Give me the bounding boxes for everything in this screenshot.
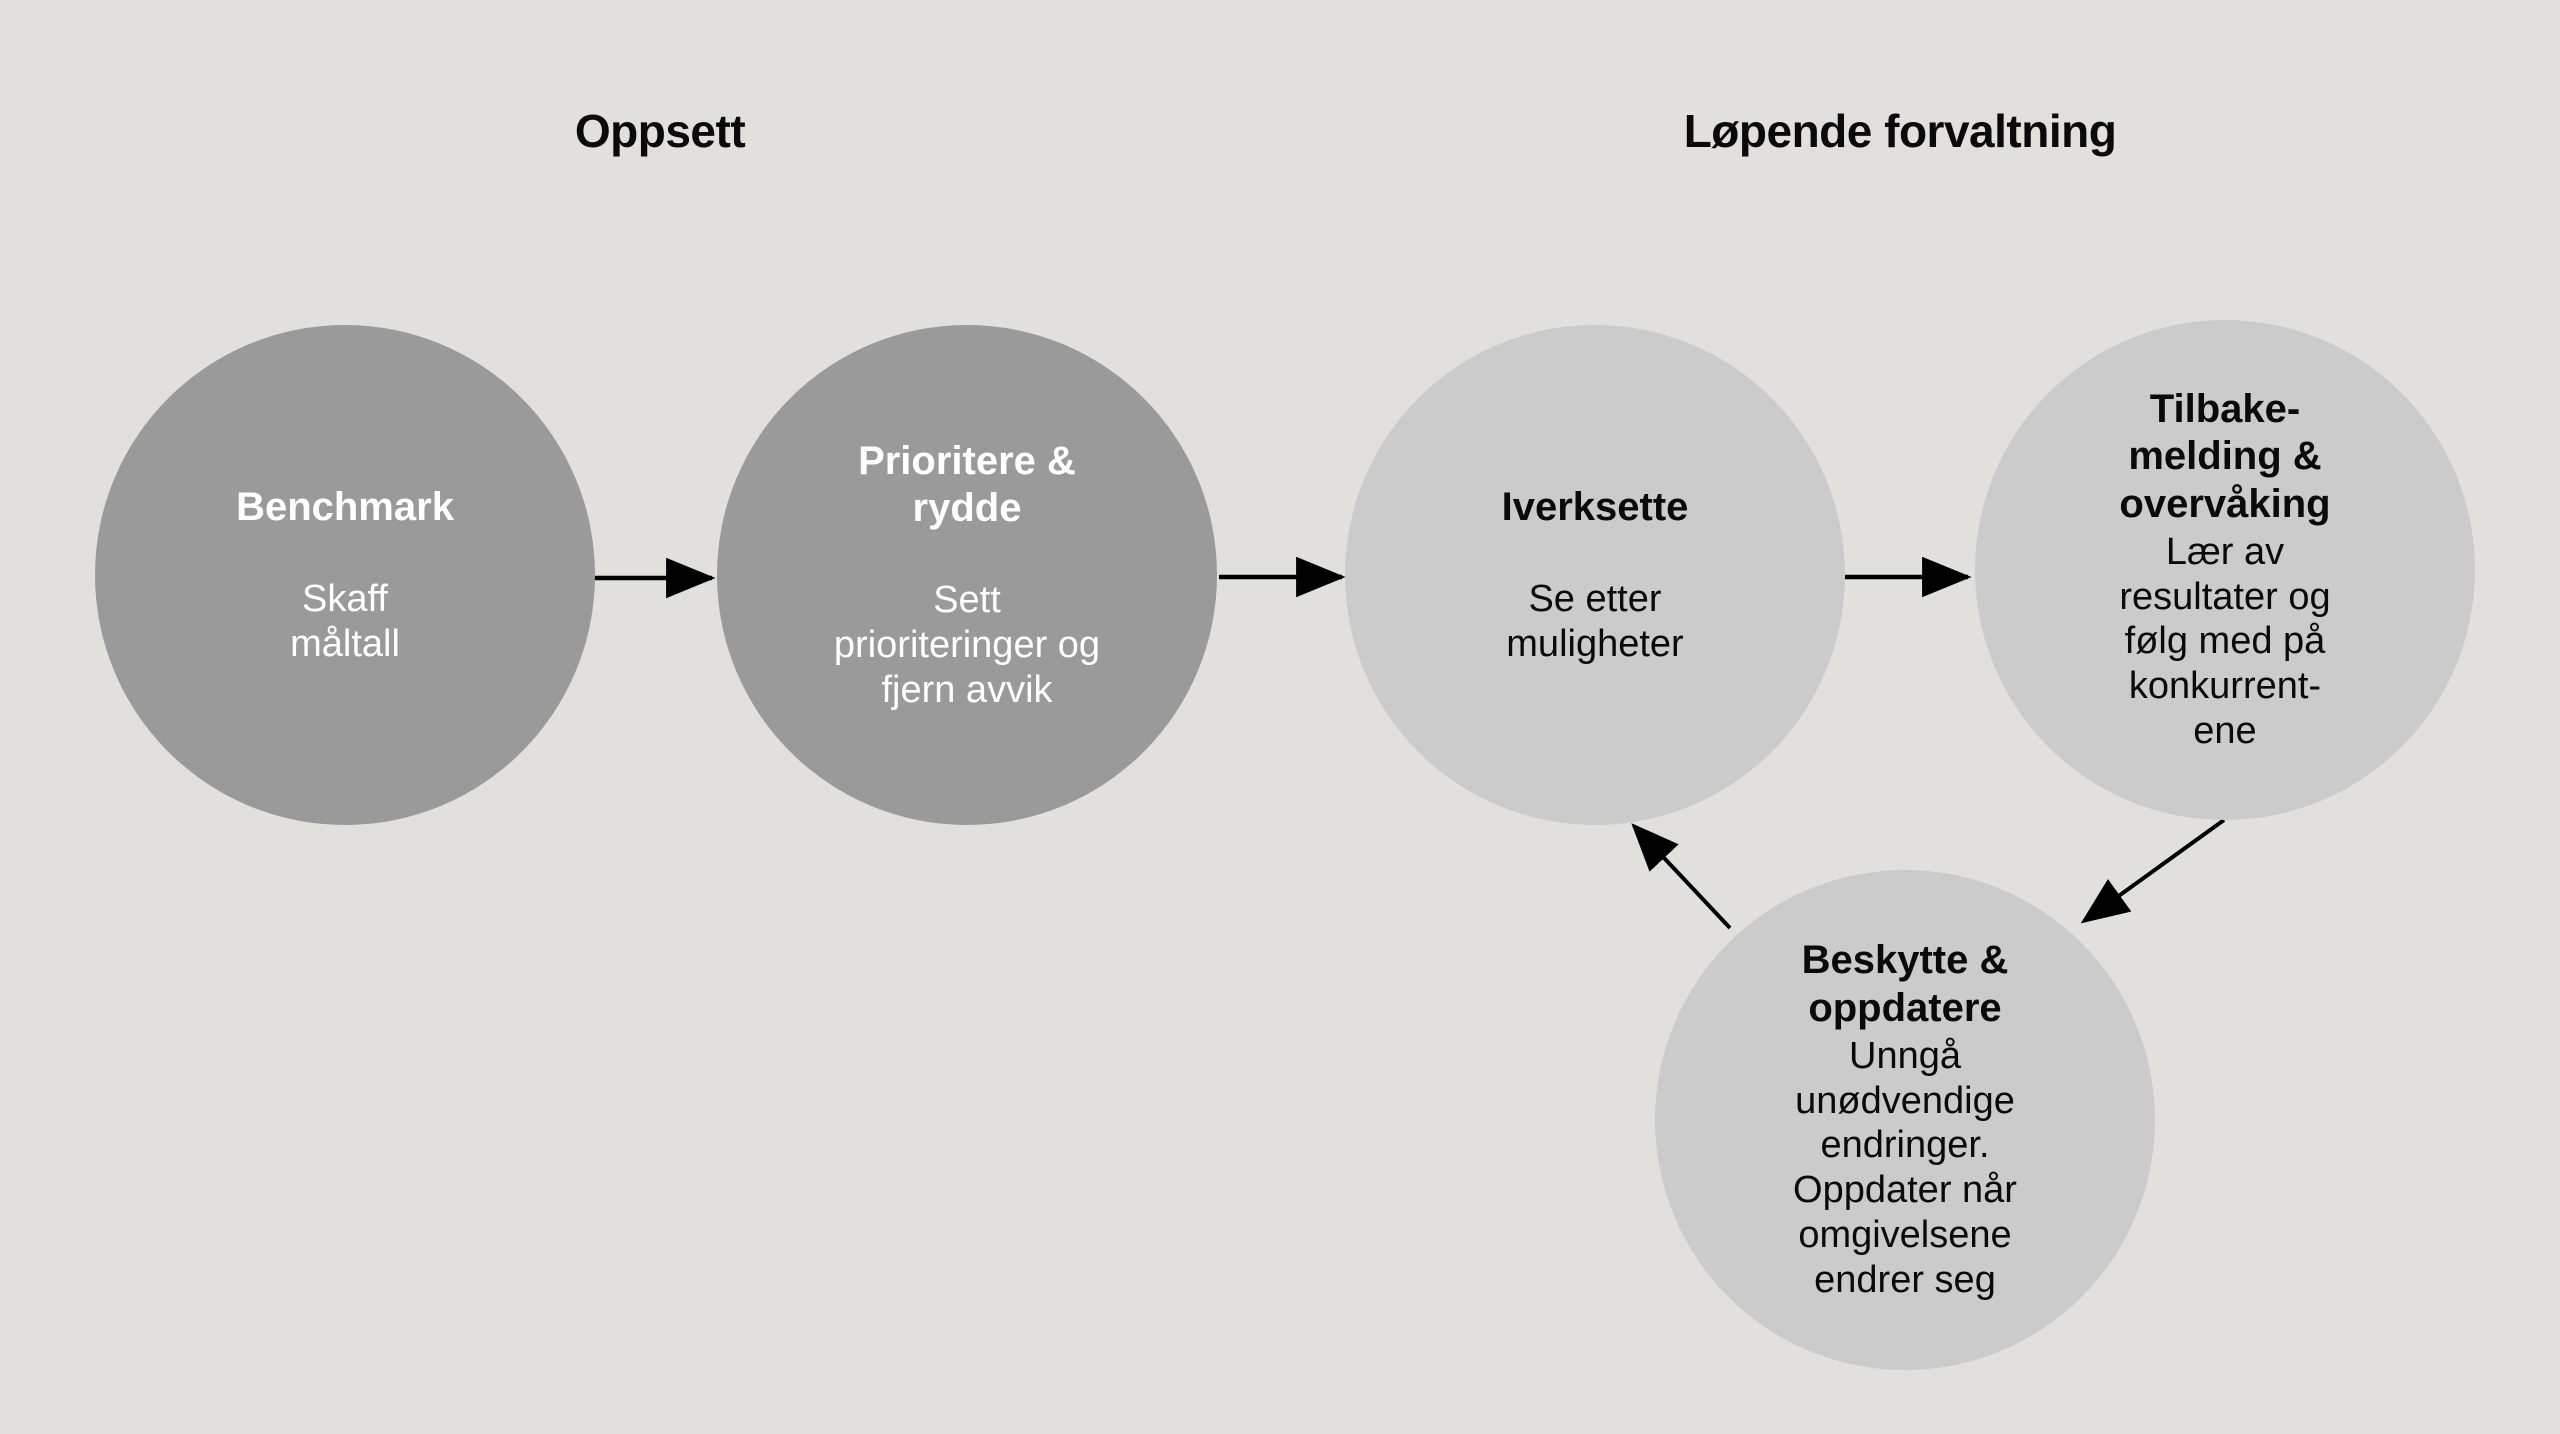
section-heading-ongoing-management: Løpende forvaltning <box>1683 105 2117 157</box>
section-heading-setup: Oppsett <box>574 105 746 157</box>
node-prioritere-title: Prioritere & rydde <box>858 438 1076 530</box>
node-prioritere-og-rydde[interactable]: Prioritere & rydde Sett prioriteringer o… <box>717 325 1217 825</box>
arrow-beskytte-to-iverksette <box>1631 823 1732 930</box>
node-tilbakemelding-description: Lær av resultater og følg med på konkurr… <box>2119 530 2331 753</box>
node-iverksette-title: Iverksette <box>1501 484 1689 529</box>
node-beskytte-title: Beskytte & oppdatere <box>1801 938 2009 1030</box>
node-beskytte-og-oppdatere[interactable]: Beskytte & oppdatere Unngå unødvendige e… <box>1655 870 2155 1370</box>
node-benchmark-description: Skaff måltall <box>290 577 400 665</box>
node-tilbakemelding-og-overvaking[interactable]: Tilbake- melding & overvåking Lær av res… <box>1975 320 2475 820</box>
node-iverksette[interactable]: Iverksette Se etter muligheter <box>1345 325 1845 825</box>
node-benchmark[interactable]: Benchmark Skaff måltall <box>95 325 595 825</box>
node-iverksette-description: Se etter muligheter <box>1506 577 1684 665</box>
node-tilbakemelding-title: Tilbake- melding & overvåking <box>2119 387 2331 526</box>
arrow-tilbakemelding-to-beskytte <box>2080 818 2226 924</box>
node-benchmark-title: Benchmark <box>236 484 454 529</box>
node-prioritere-description: Sett prioriteringer og fjern avvik <box>833 578 1101 711</box>
node-beskytte-description: Unngå unødvendige endringer. Oppdater nå… <box>1793 1034 2017 1301</box>
